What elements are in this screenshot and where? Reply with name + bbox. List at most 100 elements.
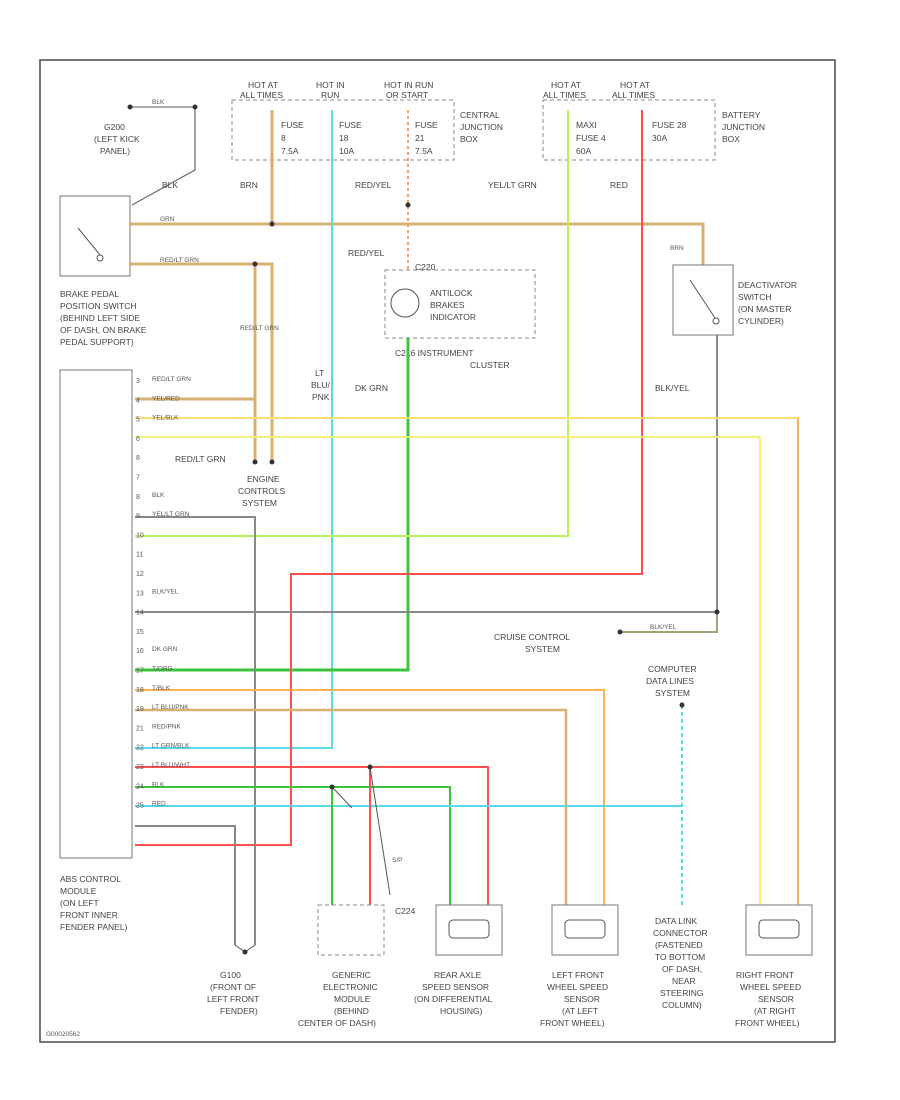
hot-at-all-times-1-line1: HOT AT [248, 80, 278, 90]
abs-pin-number: 11 [136, 552, 143, 559]
abs-pin-number: 10 [136, 532, 144, 539]
rear-axle-line4: HOUSING) [440, 1006, 483, 1016]
deactivator-switch-box [672, 264, 734, 336]
maxi-fuse-label: MAXI [576, 120, 597, 130]
rear-axle-line3: (ON DIFFERENTIAL [414, 994, 493, 1004]
abs-blk-wire-24 [135, 825, 236, 945]
rear-axle-line1: REAR AXLE [434, 970, 482, 980]
lf-line2: WHEEL SPEED [547, 982, 608, 992]
diagram-frame [39, 59, 836, 1043]
hot-at-all-times-1-line2: ALL TIMES [240, 90, 283, 100]
hot-in-run-line2: RUN [321, 90, 339, 100]
g200-blk-wire-jog [131, 169, 196, 206]
fuse-18-number: 18 [339, 133, 349, 143]
deactivator-line4: CYLINDER) [738, 316, 784, 326]
abs-pin-number: 12 [136, 571, 144, 578]
rear-axle-sensor-coil [448, 919, 490, 939]
t-blk-wire [135, 708, 568, 905]
grn-wire-label: GRN [160, 216, 175, 223]
yel-lt-grn-top-label: YEL/LT GRN [488, 180, 537, 190]
blk-yel-wire [135, 335, 718, 613]
cruise-line1: CRUISE CONTROL [494, 632, 570, 642]
red-lt-grn-vert-label: RED/LT GRN [240, 325, 279, 332]
lt-blu-pnk-line3: PNK [312, 392, 330, 402]
fuse8-brn-label: BRN [240, 180, 258, 190]
g100-line2: (FRONT OF [210, 982, 256, 992]
g200-line2: (LEFT KICK [94, 134, 140, 144]
yel-blk-wire [135, 436, 761, 905]
battery-jb-line1: BATTERY [722, 110, 761, 120]
rear-axle-line2: SPEED SENSOR [422, 982, 489, 992]
abs-pin-wire-label: DK GRN [152, 646, 178, 653]
hot-in-run-or-start-line1: HOT IN RUN [384, 80, 433, 90]
lt-blu-pnk-wire [135, 110, 333, 749]
abs-pin-wire-label: LT BLU/WHT [152, 762, 190, 769]
dk-grn-wire [135, 338, 410, 672]
brake-switch-line3: (BEHIND LEFT SIDE [60, 313, 140, 323]
hot-in-run-line1: HOT IN [316, 80, 345, 90]
abs-module-line1: ABS CONTROL [60, 874, 121, 884]
fuse-21-number: 21 [415, 133, 425, 143]
abs-pin-number: 5 [136, 417, 140, 424]
g200-line3: PANEL) [100, 146, 130, 156]
abs-pin-number: 13 [136, 590, 144, 597]
antilock-indicator-box [384, 269, 536, 339]
fuse-18-rating: 10A [339, 146, 354, 156]
cruise-line2: SYSTEM [525, 644, 560, 654]
abs-pin-wire-label: BLK/YEL [152, 588, 179, 595]
yel-lt-grn-wire [135, 110, 569, 537]
fuse-8-number: 8 [281, 133, 286, 143]
rf-sensor-box [745, 904, 813, 956]
lf-line3: SENSOR [564, 994, 600, 1004]
dlc-line2: CONNECTOR [653, 928, 708, 938]
red-lt-grn-wire-b [255, 262, 274, 462]
brake-switch-box [59, 195, 131, 277]
abs-pin-wire-label: RED/PNK [152, 723, 182, 730]
battery-jb-line3: BOX [722, 134, 740, 144]
brake-switch-line5: PEDAL SUPPORT) [60, 337, 134, 347]
blk-yel-top-label: BLK/YEL [655, 383, 690, 393]
abs-pin-wire-label: YEL/LT GRN [152, 511, 190, 518]
g100-line4: FENDER) [220, 1006, 258, 1016]
lt-blu-pnk-line1: LT [315, 368, 324, 378]
lt-blu-pnk-line2: BLU/ [311, 380, 331, 390]
rf-line2: WHEEL SPEED [740, 982, 801, 992]
red-wire [135, 110, 643, 846]
rf-sensor-coil [758, 919, 800, 939]
abs-pin-wire-label: YEL/RED [152, 395, 180, 402]
abs-pin-number: 25 [136, 803, 144, 810]
lf-sensor-coil [564, 919, 606, 939]
central-junction-box [231, 99, 455, 161]
fuse-8-label: FUSE [281, 120, 304, 130]
red-yel-lower-label: RED/YEL [348, 248, 385, 258]
g100-line3: LEFT FRONT [207, 994, 259, 1004]
lf-line1: LEFT FRONT [552, 970, 604, 980]
g200-blk-label: BLK [162, 180, 178, 190]
brake-switch-line1: BRAKE PEDAL [60, 289, 119, 299]
blk-yel-cruise-label: BLK/YEL [650, 624, 677, 631]
dlc-line3: (FASTENED [655, 940, 703, 950]
figure-id: G00020562 [46, 1031, 80, 1038]
abs-pin-wire-label: RED/LT GRN [152, 376, 191, 383]
c224-label: C224 [395, 906, 416, 916]
engine-control-line3: SYSTEM [242, 498, 277, 508]
gem-line5: CENTER OF DASH) [298, 1018, 376, 1028]
abs-pin-wire-label: LT GRN/BLK [152, 743, 190, 750]
fuse-18-label: FUSE [339, 120, 362, 130]
dlc-line5: OF DASH, [662, 964, 702, 974]
grn-wire [130, 222, 705, 265]
dlc-line6: NEAR [672, 976, 696, 986]
rf-line4: (AT RIGHT [754, 1006, 796, 1016]
maxi-fuse-rating: 60A [576, 146, 591, 156]
g200-ground-tag: BLK [152, 99, 165, 106]
rf-line1: RIGHT FRONT [736, 970, 794, 980]
red-lt-grn-label: RED/LT GRN [160, 257, 199, 264]
t-org-wire [135, 689, 605, 905]
gem-line4: (BEHIND [334, 1006, 369, 1016]
maxi-fuse-number: FUSE 4 [576, 133, 606, 143]
abs-pin-number: 9 [136, 513, 140, 520]
deactivator-brn-label: BRN [670, 245, 684, 252]
rf-line3: SENSOR [758, 994, 794, 1004]
dlc-line4: TO BOTTOM [655, 952, 705, 962]
